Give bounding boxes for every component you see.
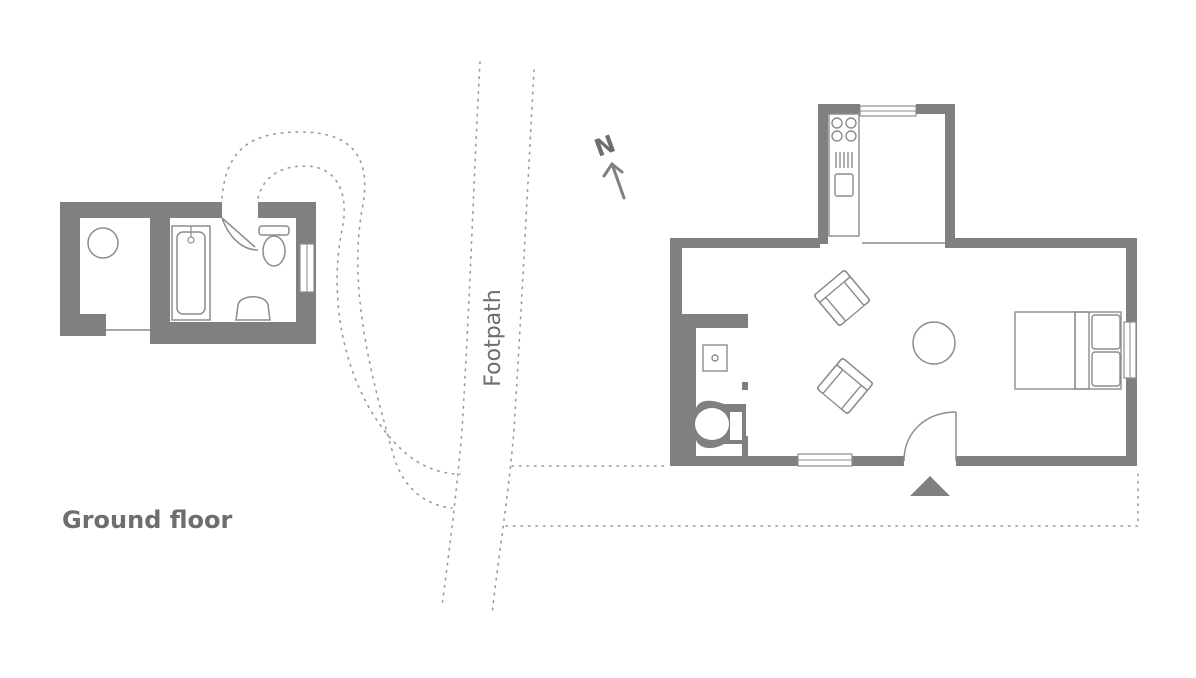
bathroom-door	[221, 217, 259, 251]
kitchen-counter	[828, 113, 860, 237]
north-label: N	[591, 129, 619, 162]
bathroom-toilet	[258, 225, 290, 267]
armchair-lower	[816, 357, 874, 415]
double-bed	[1014, 311, 1122, 390]
garden-path-bottom	[505, 469, 1139, 527]
drainer	[835, 152, 853, 168]
north-arrow-icon	[602, 162, 626, 200]
shower-basin	[702, 344, 728, 372]
garden-path-outer	[221, 131, 453, 509]
shower-toilet	[695, 400, 746, 449]
store-water-tank	[87, 227, 119, 259]
dotted-paths	[221, 61, 1139, 615]
entrance-arrow	[910, 476, 950, 496]
hob	[831, 117, 857, 142]
store-room	[60, 202, 222, 336]
garden-path-inner	[257, 165, 461, 475]
round-table	[912, 321, 956, 365]
footpath-right-edge	[491, 69, 535, 615]
bathtub	[171, 225, 211, 321]
entrance-door	[903, 411, 957, 462]
north-indicator: N	[591, 129, 626, 200]
cabin	[670, 104, 1137, 496]
bathroom-basin	[235, 296, 271, 321]
armchair-upper	[813, 269, 871, 327]
footpath-label: Footpath	[481, 289, 506, 386]
shower-room	[682, 314, 748, 464]
footpath-left-edge	[441, 61, 481, 607]
floor-title: Ground floor	[62, 506, 232, 534]
bathroom-building	[60, 202, 316, 344]
bathroom-room	[150, 202, 316, 344]
kitchen-sink	[834, 173, 854, 197]
